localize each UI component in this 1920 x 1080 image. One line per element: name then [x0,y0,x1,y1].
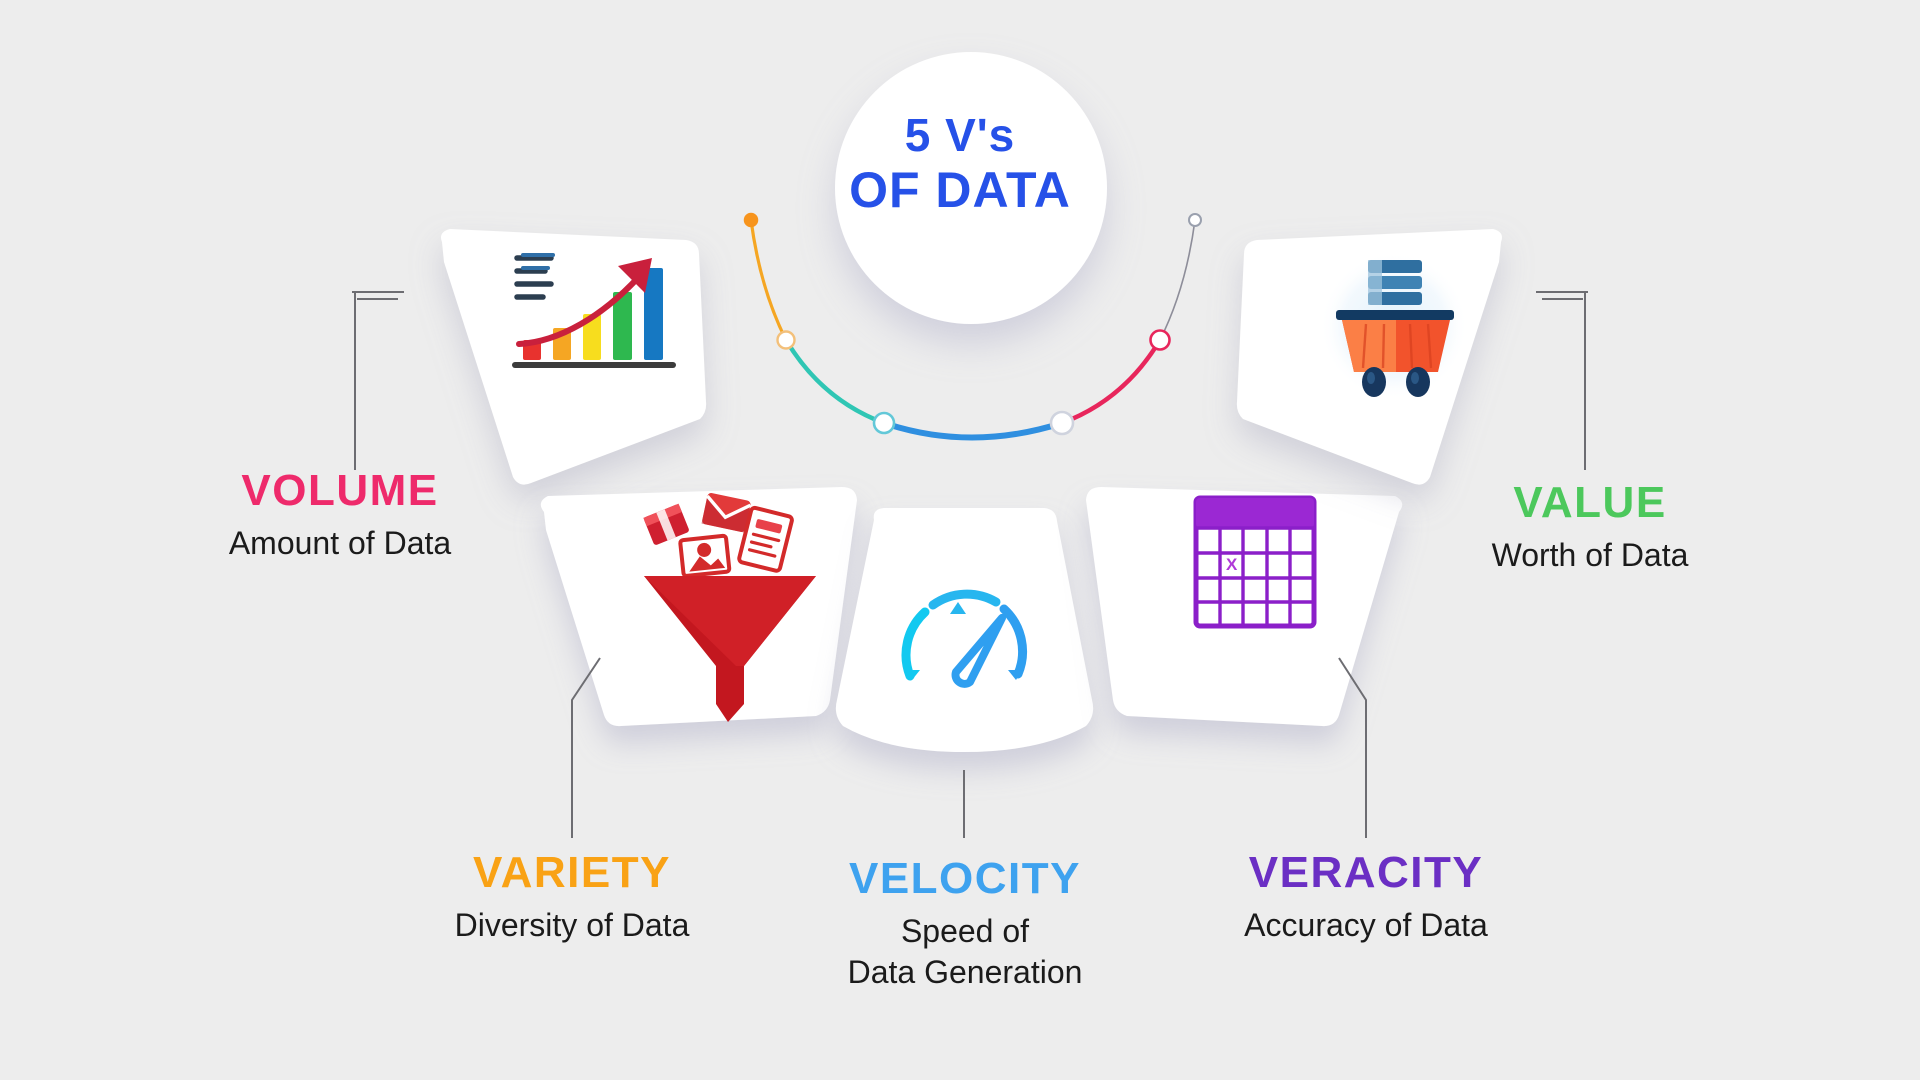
speedometer-icon [901,589,1028,688]
connector-volume [352,291,404,470]
center-circle [835,52,1107,324]
petal-velocity[interactable] [835,508,1094,752]
label-velocity-subtitle-line1: Speed of [900,913,1030,950]
petal-volume[interactable] [441,229,707,485]
label-variety-subtitle: Diversity of Data [454,907,690,944]
label-velocity-title: VELOCITY [848,854,1082,903]
label-value[interactable]: VALUE Worth of Data [1310,478,1870,575]
label-veracity-title: VERACITY [1248,848,1484,897]
label-volume-title: VOLUME [241,466,439,515]
connector-value [1536,291,1588,470]
label-veracity[interactable]: VERACITY Accuracy of Data [1096,848,1636,945]
connector-variety [571,657,601,838]
growth-bar-chart-icon [512,253,676,368]
label-velocity-subtitle-line2: Data Generation [847,954,1083,991]
connector-lines [352,291,1588,838]
label-variety[interactable]: VARIETY Diversity of Data [302,848,842,945]
label-value-subtitle: Worth of Data [1491,537,1689,574]
label-veracity-subtitle: Accuracy of Data [1244,907,1488,944]
label-value-title: VALUE [1513,478,1667,527]
funnel-documents-icon [643,492,816,722]
label-volume-subtitle: Amount of Data [228,525,452,562]
label-variety-title: VARIETY [473,848,671,897]
decorative-arc [743,212,1202,441]
calendar-grid-icon: X [1193,495,1317,629]
label-velocity[interactable]: VELOCITY Speed of Data Generation [700,854,1230,992]
label-volume[interactable]: VOLUME Amount of Data [60,466,620,563]
svg-text:X: X [1226,555,1238,574]
data-mining-cart-icon [1320,252,1468,400]
connector-veracity [1338,657,1367,838]
